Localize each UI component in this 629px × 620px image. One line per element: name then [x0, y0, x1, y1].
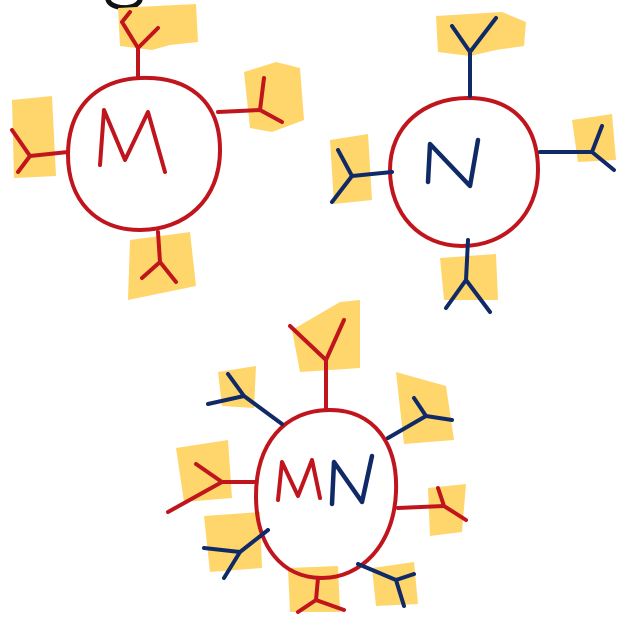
receptor-left: [330, 148, 394, 204]
receptor-highlight: [244, 62, 304, 132]
cell-letter-n: [425, 137, 481, 189]
cell-n: [330, 12, 616, 314]
receptor-right-red: [396, 486, 468, 522]
receptor-highlight: [204, 512, 262, 572]
cell-m: [10, 4, 304, 300]
receptor-highlight: [396, 372, 454, 444]
receptor-upper-left-blue: [206, 372, 284, 426]
cell-letter-m: [98, 108, 167, 174]
cell-letter-n: [329, 453, 375, 507]
receptor-top-red: [288, 318, 346, 410]
receptor-highlight: [12, 96, 56, 178]
receptor-highlight: [372, 562, 418, 606]
cell-mn: [166, 300, 468, 614]
receptor-bottom: [140, 230, 178, 284]
receptor-right: [216, 76, 284, 124]
receptor-lower-left-blue: [202, 528, 270, 580]
receptor-lower-right-blue: [356, 562, 416, 608]
receptor-top: [120, 10, 160, 80]
receptor-bottom-red: [296, 576, 346, 614]
receptor-right: [538, 124, 616, 172]
receptor-highlight: [440, 254, 498, 300]
cutoff-letter-stroke: [105, 0, 143, 11]
cell-letter-m: [276, 458, 322, 502]
receptor-bottom: [444, 238, 492, 314]
receptor-upper-right-blue: [386, 396, 454, 440]
receptor-highlight: [436, 12, 526, 56]
receptor-highlight: [292, 300, 360, 372]
cell-membrane: [253, 407, 399, 581]
receptor-top: [450, 16, 498, 98]
cell-membrane: [387, 95, 541, 249]
cell-membrane: [65, 75, 223, 233]
receptor-left: [10, 128, 70, 174]
receptor-left-red: [166, 462, 258, 514]
